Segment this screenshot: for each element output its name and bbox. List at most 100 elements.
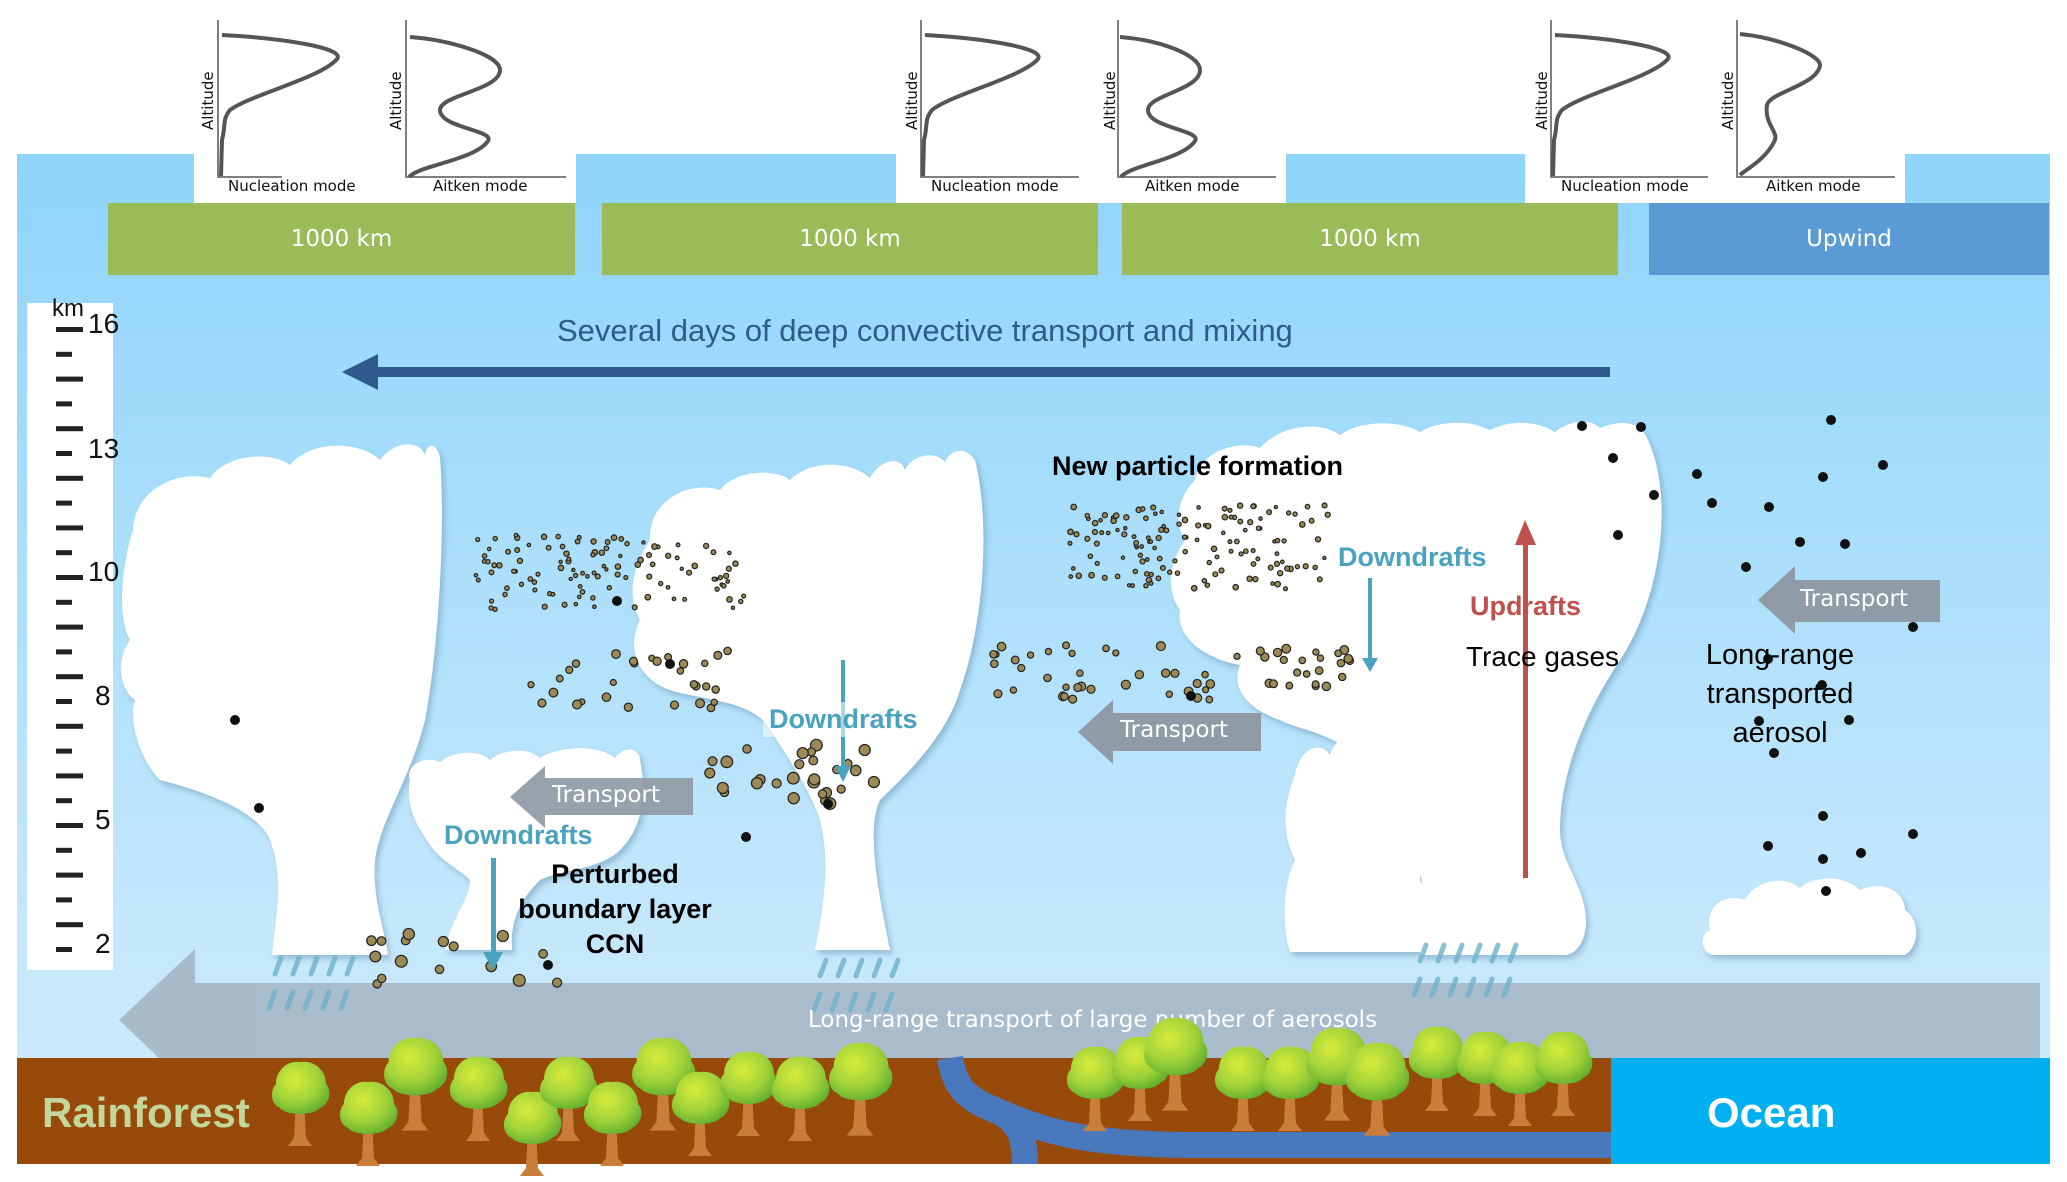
- aerosol-particle: [649, 561, 656, 568]
- aerosol-particle: [537, 698, 547, 708]
- rain-streak: [1417, 942, 1429, 964]
- aerosol-particle: [527, 680, 535, 689]
- aerosol-particle: [1165, 690, 1174, 698]
- aerosol-particle: [1255, 646, 1265, 656]
- aerosol-particle: [1196, 505, 1201, 510]
- aerosol-particle: [1273, 560, 1281, 567]
- distance-bar-upwind: Upwind: [1649, 203, 2049, 275]
- downdraft-arrow-left: [483, 858, 503, 970]
- aerosol-particle: [732, 560, 739, 567]
- altitude-tick-label: 16: [88, 308, 120, 339]
- aerosol-particle: [1143, 570, 1150, 577]
- aerosol-particle: [726, 596, 733, 603]
- aerosol-particle: [1181, 516, 1189, 524]
- cloud-left: [120, 444, 442, 955]
- aerosol-particle: [1304, 503, 1311, 510]
- downdraft-arrow-right: [1362, 578, 1378, 672]
- aerosol-particle: [1336, 658, 1346, 668]
- rain-streak: [1471, 942, 1483, 964]
- aerosol-particle: [565, 665, 574, 675]
- large-aerosol-particle: [1818, 811, 1828, 821]
- aerosol-particle: [1314, 536, 1322, 543]
- aerosol-particle: [711, 685, 720, 694]
- aerosol-particle: [631, 604, 638, 611]
- aerosol-particle: [488, 598, 495, 604]
- rain-streaks: [266, 942, 1519, 1013]
- nucleation-mode-label-2: Nucleation mode: [931, 177, 1059, 195]
- aerosol-particle: [858, 743, 871, 757]
- aerosol-particle: [701, 659, 709, 668]
- aerosol-particle: [1144, 557, 1150, 562]
- aerosol-particle: [1181, 534, 1188, 540]
- large-aerosol-particle: [1817, 680, 1827, 690]
- aerosol-particle: [1148, 580, 1154, 586]
- aerosol-particle: [1099, 530, 1105, 536]
- large-aerosol-particle: [1821, 886, 1831, 896]
- large-aerosol-particle: [1741, 562, 1751, 572]
- aerosol-particle: [1204, 582, 1211, 589]
- aerosol-particle: [695, 698, 706, 709]
- aerosol-particle: [1274, 537, 1281, 544]
- aerosol-particle: [1121, 531, 1128, 538]
- aerosol-particle: [722, 572, 730, 580]
- aerosol-particle: [742, 744, 752, 754]
- aerosol-particle: [1285, 681, 1294, 690]
- altitude-unit-label: km: [52, 295, 84, 322]
- aerosol-particle: [1190, 584, 1198, 592]
- rain-streak: [853, 957, 865, 979]
- transport-label-right: Transport: [1800, 586, 1908, 612]
- rain-streak: [284, 989, 296, 1011]
- aerosol-particle: [657, 580, 664, 587]
- aerosol-particle: [512, 973, 526, 987]
- aerosol-particle: [394, 954, 408, 968]
- aerosol-particle: [1302, 670, 1311, 678]
- aerosol-particle: [836, 784, 846, 794]
- downdrafts-label-middle: Downdrafts: [763, 702, 924, 737]
- aerosol-particle: [475, 577, 481, 583]
- aerosol-particle: [1266, 509, 1273, 516]
- aerosol-particle: [1324, 511, 1331, 518]
- aerosol-particle: [563, 550, 570, 557]
- rain-streak: [1483, 976, 1495, 998]
- aerosol-particle: [1091, 528, 1099, 536]
- aerosol-particle: [1043, 673, 1052, 683]
- aerosol-particle: [623, 702, 634, 712]
- aerosol-particle: [1267, 564, 1274, 571]
- aerosol-particle: [1273, 504, 1279, 510]
- aerosol-particle: [1205, 695, 1214, 704]
- aerosol-particle: [786, 771, 800, 785]
- aerosol-particle: [481, 553, 488, 559]
- aerosol-particle: [676, 667, 685, 675]
- aerosol-particle: [1192, 678, 1202, 689]
- aerosol-particle: [598, 549, 606, 556]
- aerosol-particle: [641, 540, 646, 545]
- aerosol-particle: [1228, 548, 1234, 554]
- aerosol-particle: [1143, 583, 1149, 589]
- aerosol-particle: [645, 552, 653, 559]
- altitude-tick-label: 10: [88, 556, 120, 587]
- aerosol-particle: [1227, 507, 1233, 513]
- trace-gases-label: Trace gases: [1466, 641, 1620, 672]
- aerosol-particle: [1194, 537, 1200, 543]
- large-aerosol-particle: [1649, 490, 1659, 500]
- aerosol-particle: [1112, 512, 1120, 519]
- aerosol-particle: [604, 538, 611, 545]
- aerosol-particle: [1221, 513, 1229, 521]
- aerosol-particle: [492, 535, 498, 542]
- aerosol-particle: [1160, 668, 1171, 678]
- large-aerosol-particle: [1764, 502, 1774, 512]
- clouds: [120, 421, 1917, 955]
- aerosol-particle: [591, 570, 597, 576]
- aitken-profile-chart-1: [405, 20, 566, 179]
- aerosol-particle: [1314, 666, 1324, 676]
- aerosol-particle: [1155, 641, 1167, 652]
- aerosol-particle: [669, 700, 680, 710]
- large-aerosol-particle: [1707, 498, 1717, 508]
- aerosol-particle: [689, 680, 699, 689]
- aerosol-particle: [566, 556, 572, 562]
- large-aerosol-particle: [1795, 537, 1805, 547]
- aerosol-particle: [576, 594, 582, 600]
- aerosol-particle: [1068, 649, 1076, 658]
- rain-streak: [308, 955, 320, 977]
- aerosol-particle: [1060, 692, 1069, 701]
